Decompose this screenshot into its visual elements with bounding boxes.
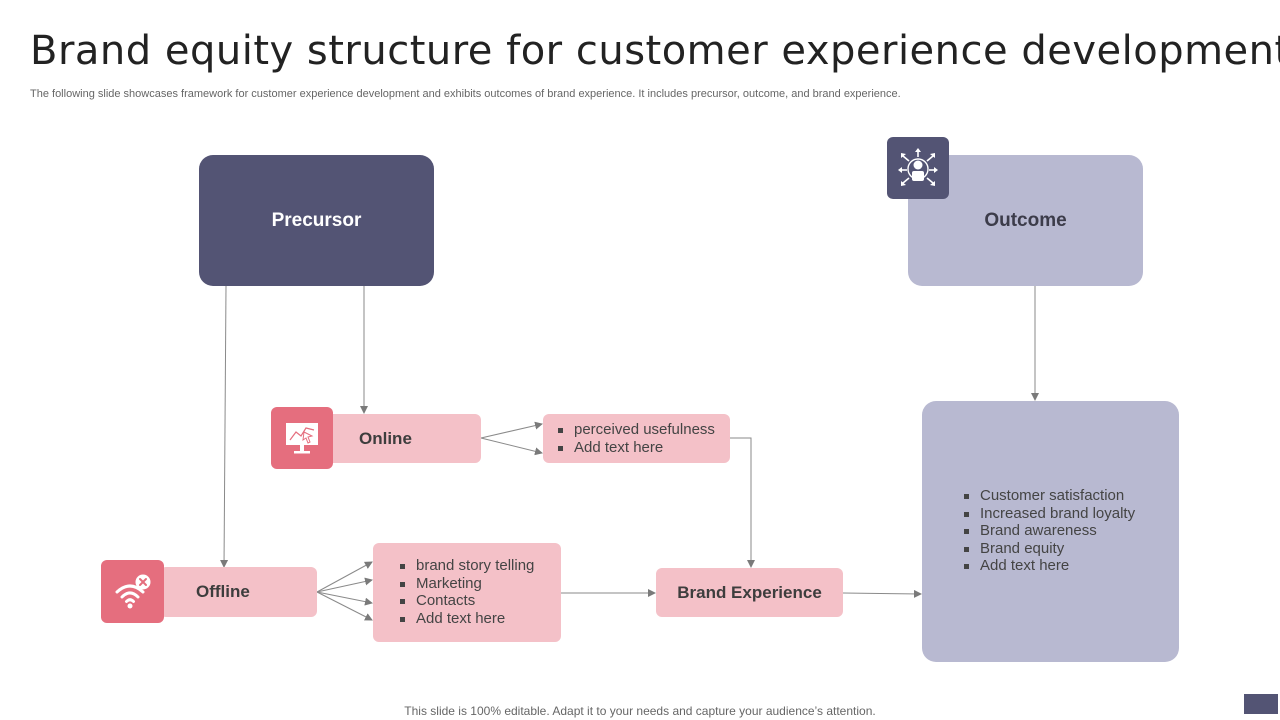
footer-note: This slide is 100% editable. Adapt it to…: [404, 704, 876, 718]
arrow-offline-list-1: [316, 561, 373, 593]
arrow-offline-list-2: [316, 577, 373, 593]
list-item: Add text here: [398, 610, 561, 628]
page-title: Brand equity structure for customer expe…: [30, 28, 1280, 74]
list-item: brand story telling: [398, 557, 561, 575]
precursor-box: Precursor: [199, 155, 434, 286]
list-item: Brand awareness: [962, 522, 1179, 540]
list-item: Add text here: [962, 557, 1179, 575]
brand-experience-label: Brand Experience: [677, 582, 822, 602]
list-item: Contacts: [398, 592, 561, 610]
page-subtitle: The following slide showcases framework …: [30, 88, 901, 100]
monitor-chart-icon: [271, 407, 333, 469]
list-item: Add text here: [556, 439, 730, 457]
corner-decoration: [1244, 694, 1278, 714]
list-item: Increased brand loyalty: [962, 505, 1179, 523]
arrow-brand-outcome-box: [842, 589, 922, 598]
list-item: Marketing: [398, 575, 561, 593]
list-item: Brand equity: [962, 540, 1179, 558]
arrow-online-list-brand: [730, 437, 755, 568]
online-node: Online: [325, 414, 481, 463]
list-item: perceived usefulness: [556, 421, 730, 439]
arrow-online-list-2: [480, 437, 543, 456]
arrow-precursor-offline: [220, 285, 229, 568]
leader-arrows-icon: [887, 137, 949, 199]
outcome-label: Outcome: [984, 209, 1067, 231]
offline-label: Offline: [196, 582, 250, 601]
offline-node: Offline: [160, 567, 317, 617]
precursor-label: Precursor: [271, 209, 362, 231]
list-item: Customer satisfaction: [962, 487, 1179, 505]
outcome-list-box: Customer satisfaction Increased brand lo…: [922, 401, 1179, 662]
offline-list: brand story telling Marketing Contacts A…: [398, 557, 561, 627]
outcome-list: Customer satisfaction Increased brand lo…: [962, 487, 1179, 575]
wifi-off-icon: [101, 560, 164, 623]
arrow-offline-list-4: [316, 591, 373, 621]
offline-list-box: brand story telling Marketing Contacts A…: [373, 543, 561, 642]
brand-experience-node: Brand Experience: [656, 568, 843, 617]
arrow-offline-list-3: [316, 591, 373, 606]
online-list: perceived usefulness Add text here: [556, 421, 730, 456]
arrow-online-list-1: [480, 421, 543, 439]
online-list-box: perceived usefulness Add text here: [543, 414, 730, 463]
online-label: Online: [359, 428, 412, 448]
